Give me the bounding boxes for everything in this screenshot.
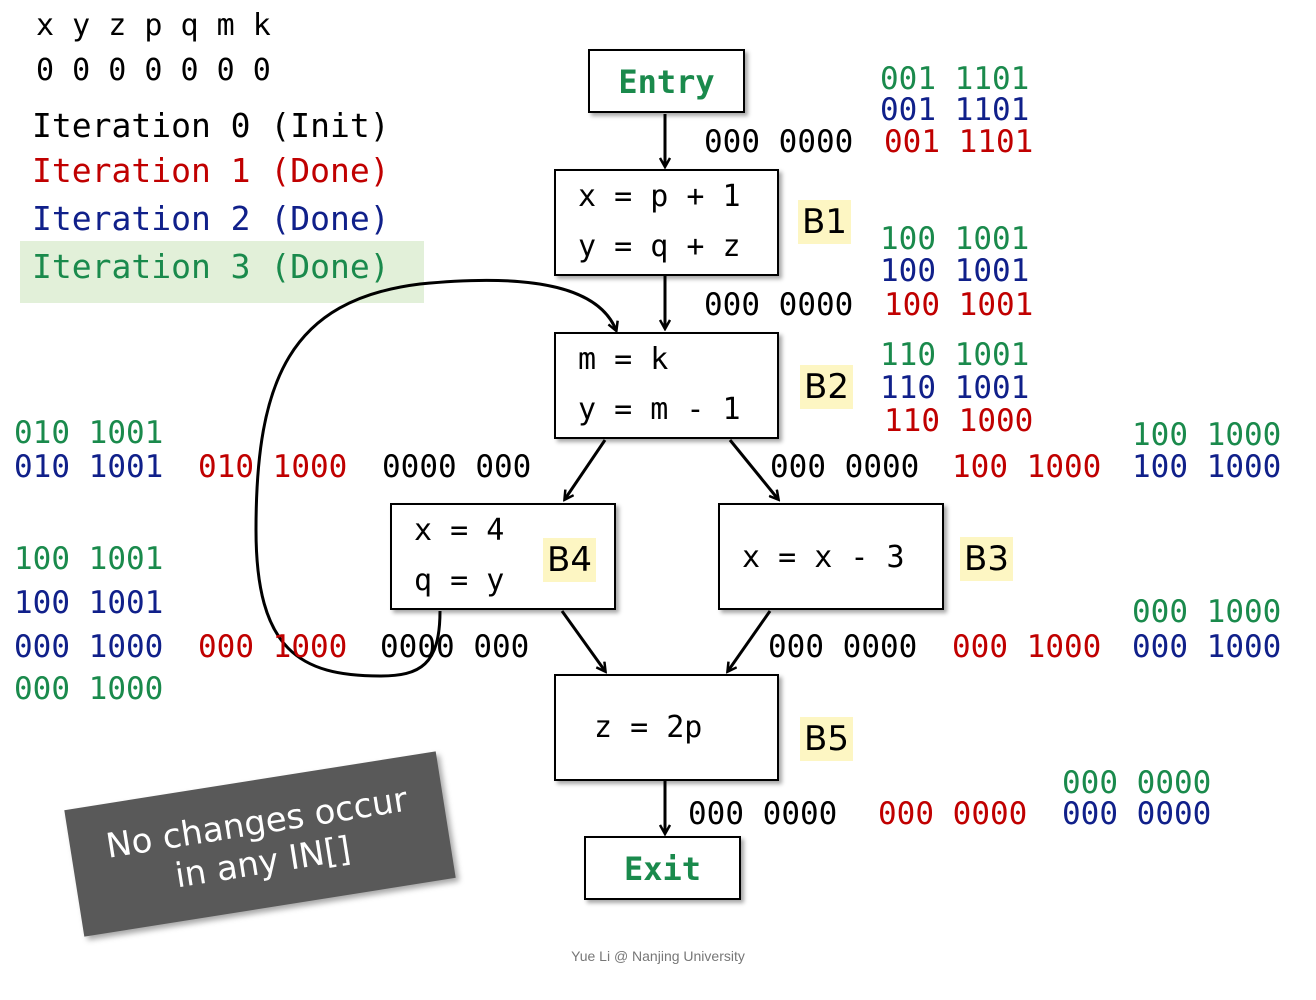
b3-out-iter2: 000 1000 — [1132, 629, 1282, 665]
b5-out-iter1: 000 0000 — [878, 796, 1028, 832]
edge-b2-b3 — [728, 439, 778, 499]
entry-out-iter3: 001 1101 — [880, 61, 1030, 97]
b3-out-iter3: 000 1000 — [1132, 594, 1282, 630]
b4-in-iter1: 010 1000 — [198, 449, 348, 485]
b4-out-iter2a: 100 1001 — [14, 585, 164, 621]
edge-b4-b5 — [560, 610, 605, 671]
b3-out-iter0: 000 0000 — [768, 629, 918, 665]
b4-in-iter3: 010 1001 — [14, 415, 164, 451]
b5-out-iter3: 000 0000 — [1062, 765, 1212, 801]
b2-stmt-1: m = k — [578, 342, 669, 377]
b1-out-iter1: 100 1001 — [884, 287, 1034, 323]
block-b3: x = x - 3 — [718, 503, 944, 610]
b3-out-iter1: 000 1000 — [952, 629, 1102, 665]
block-b2: m = k y = m - 1 — [554, 332, 779, 439]
b5-stmt-1: z = 2p — [594, 710, 703, 745]
entry-out-iter2: 001 1101 — [880, 92, 1030, 128]
block-b4: x = 4 q = y — [390, 503, 616, 610]
b4-in-iter0: 0000 000 — [382, 449, 532, 485]
b1-out-iter0: 000 0000 — [704, 287, 854, 323]
b1-out-iter3: 100 1001 — [880, 221, 1030, 257]
b3-in-iter3: 100 1000 — [1132, 417, 1282, 453]
edge-b4-b2-backedge — [254, 278, 616, 678]
b3-in-iter2: 100 1000 — [1132, 449, 1282, 485]
b4-out-iter1: 000 1000 — [198, 629, 348, 665]
b2-out-iter2: 110 1001 — [880, 370, 1030, 406]
block-b1: x = p + 1 y = q + z — [554, 169, 779, 276]
b4-out-iter3b: 000 1000 — [14, 671, 164, 707]
entry-out-iter0: 000 0000 — [704, 124, 854, 160]
b2-label: B2 — [800, 365, 853, 409]
b4-out-iter2b: 000 1000 — [14, 629, 164, 665]
legend-iteration-1: Iteration 1 (Done) — [32, 151, 390, 190]
legend-highlight — [20, 241, 424, 303]
b1-out-iter2: 100 1001 — [880, 253, 1030, 289]
b4-stmt-1: x = 4 — [414, 513, 505, 548]
b3-label: B3 — [960, 537, 1013, 581]
b2-stmt-2: y = m - 1 — [578, 392, 741, 427]
b4-in-iter2: 010 1001 — [14, 449, 164, 485]
b1-label: B1 — [798, 200, 851, 244]
b2-out-iter3: 110 1001 — [880, 337, 1030, 373]
legend-iteration-2: Iteration 2 (Done) — [32, 199, 390, 238]
b1-stmt-1: x = p + 1 — [578, 179, 741, 214]
exit-title: Exit — [623, 850, 702, 888]
b4-stmt-2: q = y — [414, 563, 505, 598]
b4-label: B4 — [543, 538, 596, 582]
variable-names: x y z p q m k — [36, 8, 271, 43]
b3-in-iter0: 000 0000 — [770, 449, 920, 485]
variable-init-values: 0 0 0 0 0 0 0 — [36, 53, 271, 88]
b3-stmt-1: x = x - 3 — [742, 540, 905, 575]
block-b5: z = 2p — [554, 674, 779, 781]
footer-credit: Yue Li @ Nanjing University — [571, 948, 745, 964]
b3-in-iter1: 100 1000 — [952, 449, 1102, 485]
exit-node: Exit — [584, 836, 741, 900]
edge-b3-b5 — [728, 610, 772, 671]
b4-out-iter3a: 100 1001 — [14, 541, 164, 577]
b2-out-iter1: 110 1000 — [884, 403, 1034, 439]
b5-label: B5 — [800, 717, 853, 761]
legend-iteration-3: Iteration 3 (Done) — [32, 247, 390, 286]
entry-node: Entry — [588, 49, 745, 113]
legend-iteration-0: Iteration 0 (Init) — [32, 106, 390, 145]
entry-out-iter1: 001 1101 — [884, 124, 1034, 160]
edge-b2-b4 — [565, 439, 607, 499]
b1-stmt-2: y = q + z — [578, 229, 741, 264]
entry-title: Entry — [618, 63, 715, 101]
b4-out-iter0: 0000 000 — [380, 629, 530, 665]
b5-out-iter2: 000 0000 — [1062, 796, 1212, 832]
b5-out-iter0: 000 0000 — [688, 796, 838, 832]
